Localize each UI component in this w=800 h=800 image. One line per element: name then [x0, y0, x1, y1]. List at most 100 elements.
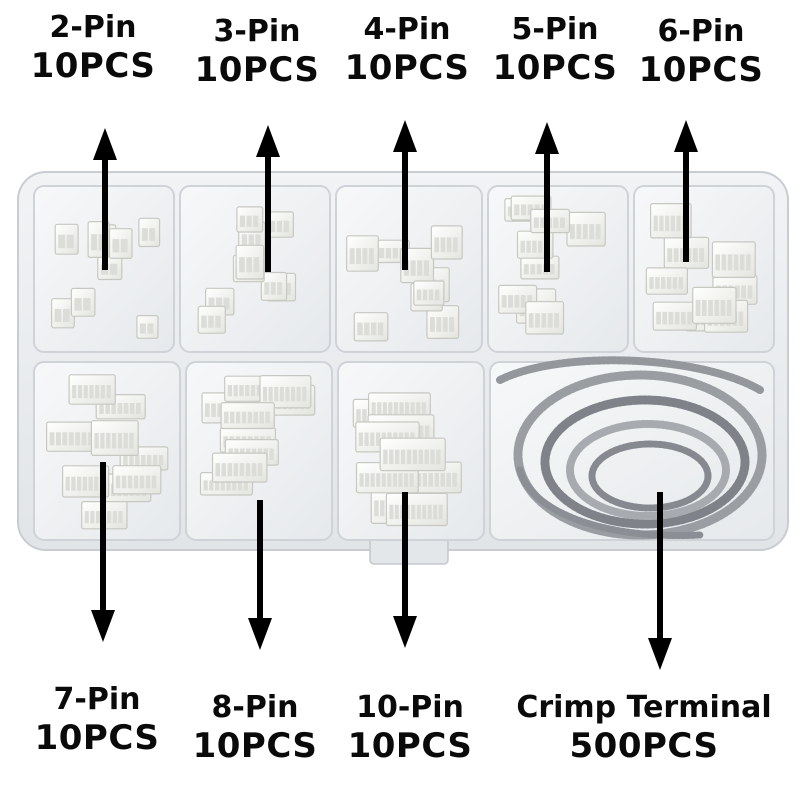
connector-pin-slot — [264, 282, 270, 295]
connector-pin-slot — [109, 263, 118, 275]
connector-pin-slot — [382, 402, 387, 415]
connector-pin-slot — [595, 224, 601, 240]
connector-pin-slot — [422, 504, 427, 520]
connector-pin-slot — [149, 228, 156, 241]
connector-pin-slot — [410, 260, 416, 276]
label-7-pin-name: 7-Pin — [53, 682, 141, 717]
connector-pin-slot — [256, 385, 261, 397]
connector-pin-slot — [541, 313, 547, 328]
connector-pin-slot — [147, 455, 152, 466]
connector-pin-slot — [701, 299, 707, 316]
connector-pin-slot — [255, 234, 261, 250]
connector-pin-slot — [446, 472, 451, 487]
connector-pin-slot — [105, 403, 110, 414]
connector-pin-slot — [66, 234, 74, 249]
connector-pin-slot — [246, 257, 253, 273]
connector-pin-slot — [449, 317, 455, 332]
connector-pin-slot — [726, 299, 732, 316]
connector-pin-slot — [239, 385, 244, 397]
arrow-up-icon — [93, 128, 117, 270]
connector-pin-slot — [71, 476, 76, 491]
arrow-down-icon — [648, 492, 672, 670]
connector-pin-slot — [385, 248, 392, 259]
connector-pin-slot — [68, 432, 74, 446]
connector-pin-slot — [251, 463, 257, 477]
connector-pin-slot — [227, 463, 233, 477]
connector-pin-slot — [430, 449, 435, 465]
connector-pin-slot — [662, 311, 668, 325]
connector-pin-slot — [112, 511, 117, 524]
connector-pin-slot — [90, 511, 95, 524]
connector-pin-slot — [436, 449, 441, 465]
connector-pin-slot — [91, 234, 98, 251]
connector-pin-slot — [253, 215, 259, 227]
connector-pin-slot — [112, 239, 120, 253]
connector-pin-slot — [665, 215, 670, 232]
connector-pin-slot — [501, 295, 507, 308]
connector-pin-slot — [553, 217, 559, 228]
connector-pin-slot — [99, 403, 104, 414]
connector-pin-slot — [82, 476, 87, 491]
connector-pin-slot — [523, 264, 529, 275]
arrows — [91, 120, 698, 670]
connector-pin-slot — [100, 385, 105, 399]
connector-pin-slot — [528, 313, 534, 328]
label-4-pin-qty: 10PCS — [344, 48, 470, 88]
connector-pin-slot — [49, 432, 55, 446]
connector-pin-slot — [233, 463, 239, 477]
connector-pin-slot — [655, 277, 660, 289]
connector-pin-slot — [428, 472, 433, 487]
label-3-pin-name: 3-Pin — [213, 14, 301, 49]
label-5-pin-name: 5-Pin — [511, 12, 599, 47]
connector-pin-slot — [746, 254, 751, 271]
connector-pin-slot — [383, 449, 388, 465]
connector-pin-slot — [681, 311, 686, 325]
connector-pin-slot — [226, 480, 231, 491]
connector-pin-slot — [674, 311, 680, 325]
connector-pin-slot — [721, 254, 727, 271]
connector-pin-slot — [215, 463, 220, 477]
connector-pin-slot — [121, 475, 127, 489]
connector-pin-slot — [245, 385, 250, 397]
connector-pin-slot — [540, 217, 546, 228]
connector-pin-slot — [359, 473, 364, 487]
connector-pin-slot — [276, 220, 283, 233]
connector-pin-slot — [535, 313, 540, 328]
connector-pin-slot — [434, 237, 440, 253]
connector-pin-slot — [520, 295, 526, 308]
connector-pin-slot — [536, 264, 542, 275]
connector-pin-slot — [376, 432, 381, 446]
connector-pin-slot — [239, 257, 245, 273]
connector-pin-slot — [715, 254, 720, 271]
connector-pin-slot — [695, 299, 701, 316]
label-6-pin-qty: 10PCS — [638, 50, 764, 90]
label-4-pin-name: 4-Pin — [363, 12, 451, 47]
connector-pin-slot — [653, 215, 658, 232]
connector-pin-slot — [357, 322, 363, 336]
connector-pin-slot — [576, 224, 582, 240]
label-10-pin-name: 10-Pin — [356, 690, 464, 725]
connector-pin-slot — [438, 504, 443, 520]
connector-pin-slot — [538, 240, 543, 253]
connector-pin-slot — [440, 472, 445, 487]
connector-pin-slot — [123, 455, 128, 466]
label-8-pin: 8-Pin 10PCS — [180, 690, 330, 766]
connector-pin-slot — [95, 385, 100, 399]
connector-pin-slot — [216, 297, 222, 310]
connector-pin-slot — [270, 282, 276, 295]
connector-pin-slot — [424, 449, 429, 465]
connector-pin-slot — [123, 432, 128, 449]
connector-pin-slot — [253, 257, 260, 273]
connector-pin-slot — [141, 455, 146, 466]
connector-pin-slot — [424, 425, 430, 440]
connector-pin-slot — [147, 323, 154, 334]
connector-pin-slot — [389, 504, 394, 520]
connector-pin-slot — [141, 228, 148, 241]
connector-pin-slot — [687, 311, 692, 325]
connector-pin-slot — [368, 248, 374, 265]
connector-pin-slot — [285, 386, 290, 402]
connector-pin-slot — [241, 411, 247, 424]
connector-pin-slot — [54, 308, 62, 322]
connector-pin-slot — [248, 234, 254, 250]
connector-pin-slot — [253, 411, 258, 424]
